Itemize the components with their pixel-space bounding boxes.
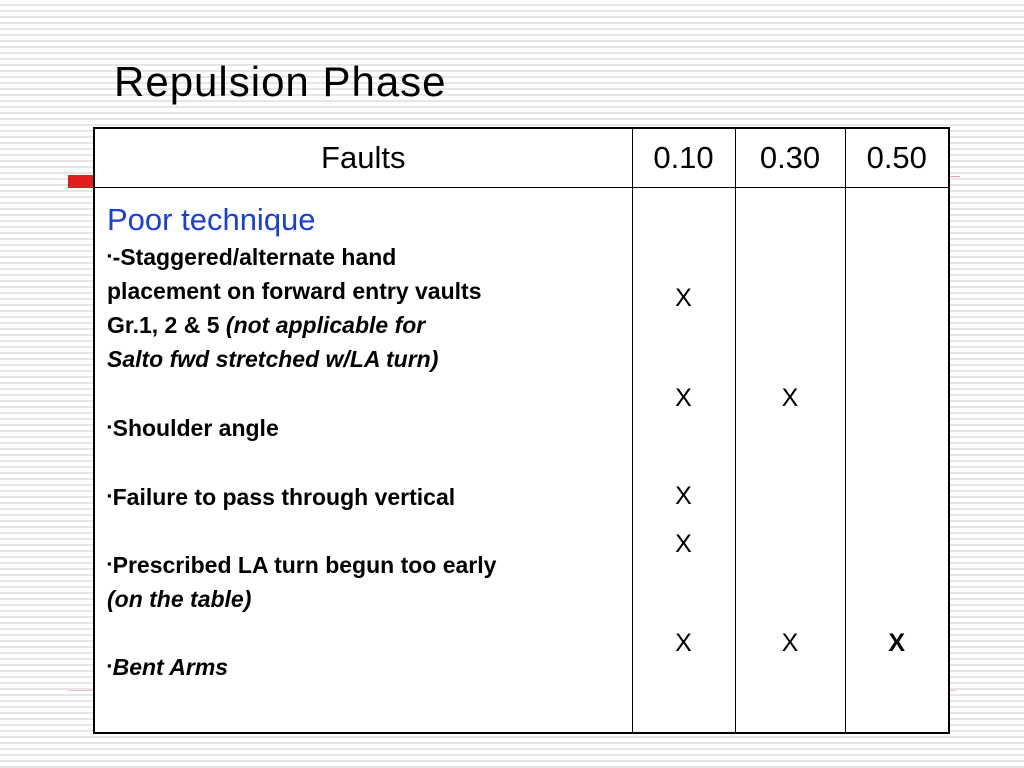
mark-bent-010: X [675,629,692,657]
mark-shoulder-030: X [781,384,799,412]
section-heading: Poor technique [107,202,316,237]
mark-failure-010: X [675,482,692,510]
mark-bent-030: X [781,629,799,657]
bullet-icon: ▪ [107,658,112,673]
bullet-icon: ▪ [107,419,112,434]
mark-shoulder-010: X [675,384,692,412]
header-030: 0.30 [734,127,846,188]
faults-description-cell: Poor technique ▪-Staggered/alternate han… [93,187,633,734]
mark-bent-050: X [888,629,906,657]
mark-staggered-010: X [675,284,692,312]
header-010: 0.10 [631,127,736,188]
column-050: X [844,187,950,734]
bullet-icon: ▪ [107,488,112,503]
fault-prescribed-turn: ▪Prescribed LA turn begun too early [107,552,497,578]
faults-table: Faults 0.10 0.30 0.50 Poor technique ▪-S… [93,127,950,734]
fault-staggered-line4: Salto fwd stretched w/LA turn) [107,346,439,372]
header-row: Faults 0.10 0.30 0.50 [93,127,950,188]
fault-staggered-line2: placement on forward entry vaults [107,278,482,304]
fault-failure-vertical: ▪Failure to pass through vertical [107,484,456,510]
fault-staggered: ▪-Staggered/alternate hand [107,244,397,270]
header-faults: Faults [93,127,633,188]
mark-prescribed-010: X [675,530,692,558]
column-010: X X X X X [631,187,736,734]
slide-title: Repulsion Phase [114,58,447,105]
bullet-icon: ▪ [107,556,112,571]
fault-bent-arms: ▪Bent Arms [107,654,229,680]
fault-shoulder-angle: ▪Shoulder angle [107,415,279,441]
header-050: 0.50 [844,127,950,188]
column-030: X X [734,187,846,734]
bullet-icon: ▪ [107,248,112,263]
fault-staggered-line3: Gr.1, 2 & 5 (not applicable for [107,312,426,338]
table-row: Poor technique ▪-Staggered/alternate han… [93,187,950,734]
fault-prescribed-turn-line2: (on the table) [107,586,252,612]
